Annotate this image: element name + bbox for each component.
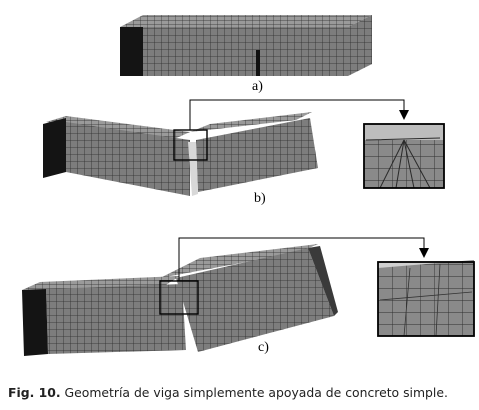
panel-label-c: c) [258, 340, 269, 355]
figure-illustration [22, 15, 475, 356]
beam-a-top-face [120, 15, 372, 27]
zoom-inset-b [363, 123, 445, 189]
beam-c-right-top [160, 244, 318, 278]
beam-c-left-side [46, 284, 186, 354]
beam-b-leader-line [189, 99, 405, 130]
beam-c-right-end [308, 246, 338, 316]
beam-c [22, 237, 429, 356]
zoom-inset-c-frame [377, 261, 475, 337]
zoom-inset-c [377, 260, 475, 337]
caption-text: Geometría de viga simplemente apoyada de… [64, 385, 448, 400]
beam-b-right-side [196, 118, 318, 192]
beam-c-leader-arrow [419, 248, 429, 258]
figure-caption: Fig. 10. Geometría de viga simplemente a… [8, 385, 478, 400]
zoom-inset-b-frame [363, 123, 445, 189]
panel-label-a: a) [252, 79, 263, 94]
beam-b-crack [188, 142, 198, 196]
beam-a-notch [256, 50, 260, 76]
beam-a-right-face [348, 15, 372, 76]
beam-a [120, 15, 372, 76]
beam-c-right-side [176, 248, 334, 352]
panel-label-b: b) [254, 191, 266, 206]
beam-a-end-face [120, 27, 143, 76]
beam-c-leader-line [178, 237, 425, 281]
beam-b-left-side [66, 122, 190, 196]
caption-number: Fig. 10. [8, 385, 61, 400]
beam-b [43, 99, 409, 196]
beam-b-right-top [190, 112, 312, 132]
beam-a-side-face [143, 27, 348, 76]
beam-b-leader-arrow [399, 110, 409, 120]
beam-b-left-top [46, 116, 190, 140]
beam-b-left-end [43, 118, 66, 178]
beam-c-left-end [22, 289, 48, 356]
